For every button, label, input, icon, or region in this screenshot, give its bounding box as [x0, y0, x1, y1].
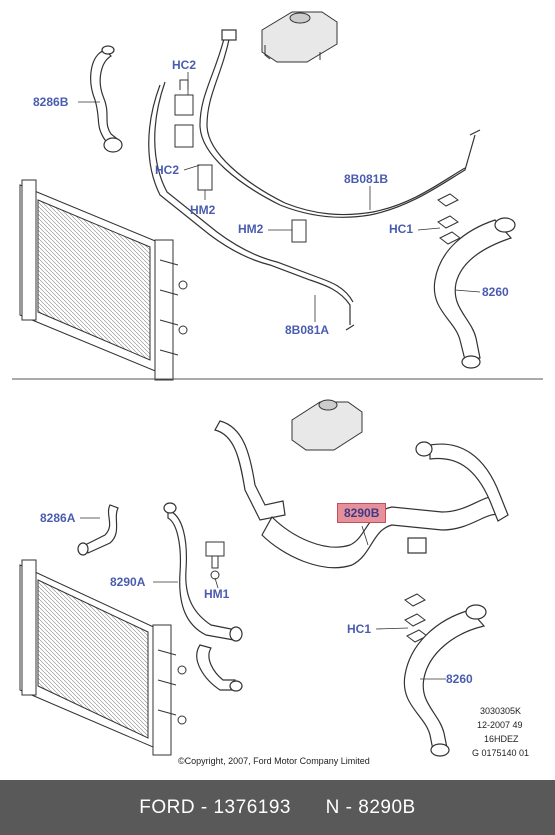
- hose-8260-top: [433, 217, 516, 369]
- ref-line-3: 16HDEZ: [484, 734, 519, 744]
- clip-HC1-top: [437, 193, 461, 245]
- hose-8286B: [90, 45, 123, 153]
- expansion-tank-bottom: [291, 399, 363, 451]
- hose-8290A: [163, 502, 243, 692]
- label-HM2-upper: HM2: [190, 203, 216, 217]
- hose-8290B: [214, 420, 509, 569]
- label-8290B-highlighted: 8290B: [337, 503, 387, 523]
- hose-8286A: [77, 504, 119, 556]
- label-HC1-top: HC1: [389, 222, 414, 236]
- clips-top: [174, 79, 307, 243]
- label-8286A: 8286A: [40, 511, 76, 525]
- label-HM1: HM1: [204, 587, 230, 601]
- leader-lines: [78, 72, 481, 680]
- label-8290A: 8290A: [110, 575, 146, 589]
- label-HM2-lower: HM2: [238, 222, 264, 236]
- radiator-bottom: [19, 559, 187, 756]
- label-8B081B: 8B081B: [344, 172, 389, 186]
- label-HC2-lower: HC2: [155, 163, 180, 177]
- hose-8260-bottom: [403, 604, 487, 757]
- clip-HC1-bottom: [404, 593, 428, 643]
- radiator-top: [19, 179, 188, 381]
- footer-spacer: [291, 797, 326, 819]
- footer-ref-part: N - 8290B: [325, 796, 416, 818]
- clip-HM1: [205, 541, 225, 580]
- ref-line-2: 12-2007 49: [477, 720, 523, 730]
- ref-line-4: G 0175140 01: [472, 748, 530, 758]
- parts-diagram: 8286B HC2 HC2 HM2 HM2 8B081B HC1 8260 8B…: [12, 11, 543, 766]
- label-8286B: 8286B: [33, 95, 69, 109]
- footer-bar: FORD - 1376193 N - 8290B: [0, 780, 555, 835]
- diagram-drawing: [12, 11, 543, 757]
- label-HC2-upper: HC2: [172, 58, 197, 72]
- expansion-tank-top: [261, 11, 338, 63]
- label-8260-bottom: 8260: [446, 672, 473, 686]
- pipe-8B081: [148, 29, 481, 331]
- label-8260-top: 8260: [482, 285, 509, 299]
- ref-line-1: 3030305K: [480, 706, 522, 716]
- label-8B081A: 8B081A: [285, 323, 330, 337]
- footer-brand-part: FORD - 1376193: [139, 796, 291, 818]
- copyright-text: ©Copyright, 2007, Ford Motor Company Lim…: [178, 756, 370, 766]
- label-HC1-bottom: HC1: [347, 622, 372, 636]
